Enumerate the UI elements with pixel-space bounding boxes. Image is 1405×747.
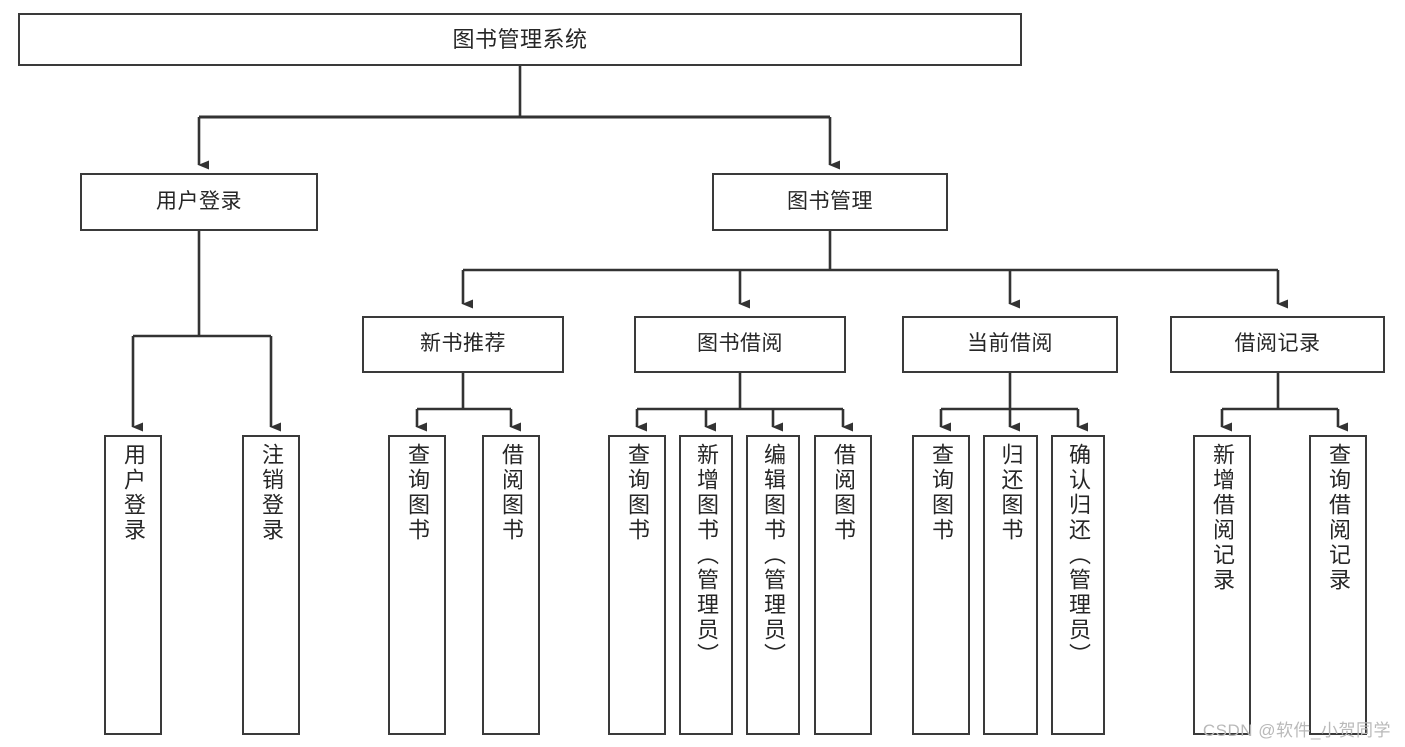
leaf-add-book[interactable]: 新增图书（管理员） xyxy=(679,435,733,735)
leaf-query-book-3[interactable]: 查询图书 xyxy=(912,435,970,735)
node-current-borrow[interactable]: 当前借阅 xyxy=(902,316,1118,373)
leaf-add-borrow-record[interactable]: 新增借阅记录 xyxy=(1193,435,1251,735)
leaf-user-login[interactable]: 用户登录 xyxy=(104,435,162,735)
leaf-query-borrow-record[interactable]: 查询借阅记录 xyxy=(1309,435,1367,735)
node-label: 新书推荐 xyxy=(420,332,506,356)
node-label: 注销登录 xyxy=(259,443,284,543)
leaf-confirm-return[interactable]: 确认归还（管理员） xyxy=(1051,435,1105,735)
node-user-login[interactable]: 用户登录 xyxy=(80,173,318,231)
leaf-borrow-book-2[interactable]: 借阅图书 xyxy=(814,435,872,735)
node-label: 确认归还（管理员） xyxy=(1066,443,1091,668)
node-label: 图书借阅 xyxy=(697,332,783,356)
node-label: 当前借阅 xyxy=(967,332,1053,356)
node-label: 用户登录 xyxy=(156,189,242,213)
leaf-query-book-2[interactable]: 查询图书 xyxy=(608,435,666,735)
node-label: 借阅图书 xyxy=(831,443,856,543)
node-new-book-recommend[interactable]: 新书推荐 xyxy=(362,316,564,373)
node-label: 查询图书 xyxy=(625,443,650,543)
node-label: 编辑图书（管理员） xyxy=(761,443,786,668)
node-book-manage[interactable]: 图书管理 xyxy=(712,173,948,231)
node-label: 新增图书（管理员） xyxy=(694,443,719,668)
node-borrow-record[interactable]: 借阅记录 xyxy=(1170,316,1385,373)
node-label: 新增借阅记录 xyxy=(1210,443,1235,593)
leaf-return-book[interactable]: 归还图书 xyxy=(983,435,1038,735)
leaf-logout-login[interactable]: 注销登录 xyxy=(242,435,300,735)
node-label: 用户登录 xyxy=(121,443,146,543)
node-label: 归还图书 xyxy=(998,443,1024,543)
leaf-borrow-book-1[interactable]: 借阅图书 xyxy=(482,435,540,735)
leaf-edit-book[interactable]: 编辑图书（管理员） xyxy=(746,435,800,735)
leaf-query-book-1[interactable]: 查询图书 xyxy=(388,435,446,735)
node-label: 图书管理系统 xyxy=(452,26,588,52)
node-label: 查询图书 xyxy=(929,443,954,543)
node-label: 借阅图书 xyxy=(499,443,524,543)
node-root-library-system[interactable]: 图书管理系统 xyxy=(18,13,1022,66)
node-book-borrow[interactable]: 图书借阅 xyxy=(634,316,846,373)
csdn-watermark: CSDN @软件_小贺同学 xyxy=(1202,721,1391,740)
node-label: 查询图书 xyxy=(405,443,430,543)
node-label: 借阅记录 xyxy=(1234,332,1321,356)
node-label: 图书管理 xyxy=(787,189,873,213)
node-label: 查询借阅记录 xyxy=(1326,443,1351,593)
